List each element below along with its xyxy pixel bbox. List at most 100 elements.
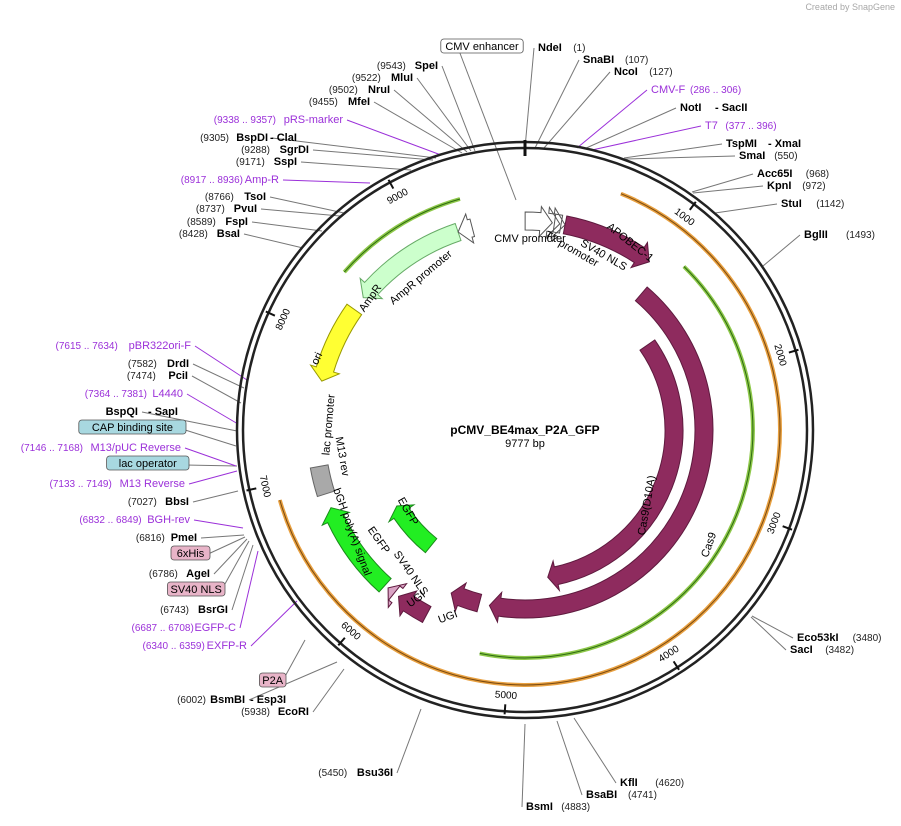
leader-line bbox=[205, 536, 246, 556]
enzyme-label: NdeI bbox=[538, 42, 562, 54]
t7-promoter-arrow bbox=[545, 205, 561, 239]
enzyme-label: TspMI bbox=[726, 138, 757, 150]
sv40-nls-small bbox=[550, 206, 566, 240]
site-position: (4883) bbox=[561, 802, 590, 813]
enzyme-label: BsmBI bbox=[210, 694, 245, 706]
tick-9000 bbox=[387, 179, 395, 190]
site-position: (7027) bbox=[128, 497, 157, 508]
site-position: (8737) bbox=[196, 204, 225, 215]
leader-line bbox=[239, 550, 259, 629]
leader-line bbox=[200, 534, 245, 539]
tick-2000 bbox=[788, 348, 799, 354]
site-position: (6687 .. 6708) bbox=[132, 623, 194, 634]
enzyme-label: BspDI bbox=[236, 132, 268, 144]
leader-line bbox=[186, 393, 239, 425]
leader-line bbox=[416, 77, 472, 152]
tick-6000 bbox=[337, 637, 346, 646]
site-position: (377 .. 396) bbox=[725, 121, 776, 132]
feature-arrows bbox=[309, 205, 714, 624]
leader-line bbox=[184, 447, 237, 467]
site-position: (6816) bbox=[136, 533, 165, 544]
leader-line bbox=[543, 71, 611, 149]
site-position: (9502) bbox=[329, 85, 358, 96]
leader-line bbox=[534, 59, 580, 149]
enzyme-label: Acc65I bbox=[757, 168, 792, 180]
tick-3000 bbox=[782, 525, 793, 531]
site-position: (6832 .. 6849) bbox=[79, 515, 141, 526]
leader-line bbox=[457, 47, 517, 201]
ugi2-arrow bbox=[397, 590, 432, 624]
ori-arrow bbox=[309, 303, 363, 382]
egfp2-arrow bbox=[387, 504, 438, 554]
primer-label: Amp-R bbox=[245, 174, 279, 186]
bgh-arrow bbox=[309, 464, 336, 498]
leader-line bbox=[192, 490, 239, 503]
site-position: (6786) bbox=[149, 569, 178, 580]
leader-line bbox=[193, 519, 244, 529]
primer-label: M13/pUC Reverse bbox=[91, 442, 181, 454]
enzyme-label: PciI bbox=[168, 370, 188, 382]
feature-box-label: CAP binding site bbox=[92, 422, 173, 434]
enzyme-label: BsaBI bbox=[586, 789, 617, 801]
feature-label: UGI bbox=[437, 608, 459, 626]
cas9-arrow bbox=[488, 286, 714, 624]
leader-line bbox=[312, 668, 345, 713]
tick-label: 2000 bbox=[771, 343, 788, 368]
site-position: (550) bbox=[774, 151, 797, 162]
tick-label: 8000 bbox=[274, 307, 293, 332]
feature-label: ori bbox=[309, 351, 325, 367]
enzyme-label: PvuI bbox=[234, 203, 257, 215]
feature-box-label: SV40 NLS bbox=[171, 584, 222, 596]
site-position: (9455) bbox=[309, 97, 338, 108]
feature-box bbox=[78, 419, 187, 435]
primer-label: M13 Reverse bbox=[120, 478, 185, 490]
enzyme-label: SmaI bbox=[739, 150, 765, 162]
tick-label: 7000 bbox=[257, 474, 273, 499]
enzyme-label: - XmaI bbox=[768, 138, 801, 150]
site-position: (7615 .. 7634) bbox=[56, 341, 118, 352]
feature-box bbox=[106, 455, 190, 471]
enzyme-label: DrdI bbox=[167, 358, 189, 370]
leader-line bbox=[373, 101, 463, 154]
enzyme-label: NotI bbox=[680, 102, 701, 114]
plasmid-size: 9777 bp bbox=[505, 438, 545, 450]
primer-label: EXFP-R bbox=[207, 640, 247, 652]
site-position: (7474) bbox=[127, 371, 156, 382]
green-track-amp-line bbox=[343, 198, 461, 273]
cas9d10a-arrow bbox=[547, 339, 684, 593]
feature-box-label: lac operator bbox=[119, 458, 177, 470]
site-position: (9288) bbox=[241, 145, 270, 156]
primer-label: L4440 bbox=[152, 388, 183, 400]
leader-line bbox=[251, 221, 323, 232]
site-position: (9338 .. 9357) bbox=[214, 115, 276, 126]
leader-line bbox=[396, 708, 422, 774]
leader-line bbox=[194, 345, 248, 381]
enzyme-label: FspI bbox=[225, 216, 248, 228]
primer-label: BGH-rev bbox=[147, 514, 190, 526]
feature-label: lac promoter bbox=[320, 393, 337, 455]
site-position: (6743) bbox=[160, 605, 189, 616]
enzyme-label: SpeI bbox=[415, 60, 438, 72]
site-position: (1142) bbox=[816, 199, 844, 210]
site-position: (968) bbox=[806, 169, 829, 180]
site-position: (3480) bbox=[853, 633, 882, 644]
tick-label: 9000 bbox=[385, 187, 410, 208]
feature-label: EGFP bbox=[365, 525, 392, 556]
leader-line bbox=[192, 363, 245, 389]
enzyme-label: PmeI bbox=[171, 532, 197, 544]
feature-box-label: P2A bbox=[262, 675, 283, 687]
site-position: (9543) bbox=[377, 61, 406, 72]
site-position: (972) bbox=[802, 181, 825, 192]
feature-box bbox=[166, 581, 226, 597]
leader-line bbox=[576, 89, 648, 149]
feature-box-label: CMV enhancer bbox=[445, 41, 519, 53]
leader-line bbox=[441, 65, 476, 152]
leader-line bbox=[260, 208, 341, 217]
leader-line bbox=[191, 375, 242, 404]
primer-label: EGFP-C bbox=[194, 622, 236, 634]
feature-box bbox=[440, 38, 524, 54]
leader-line bbox=[692, 185, 764, 194]
leader-line bbox=[556, 720, 583, 796]
